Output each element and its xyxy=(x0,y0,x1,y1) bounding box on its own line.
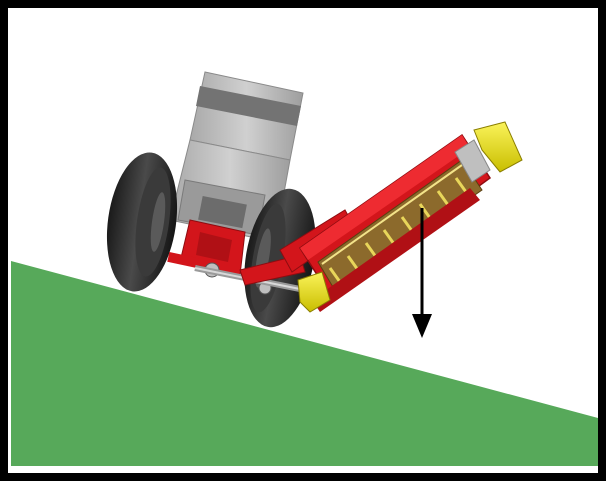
flail-mower xyxy=(280,122,522,312)
left-wheel xyxy=(99,148,186,296)
